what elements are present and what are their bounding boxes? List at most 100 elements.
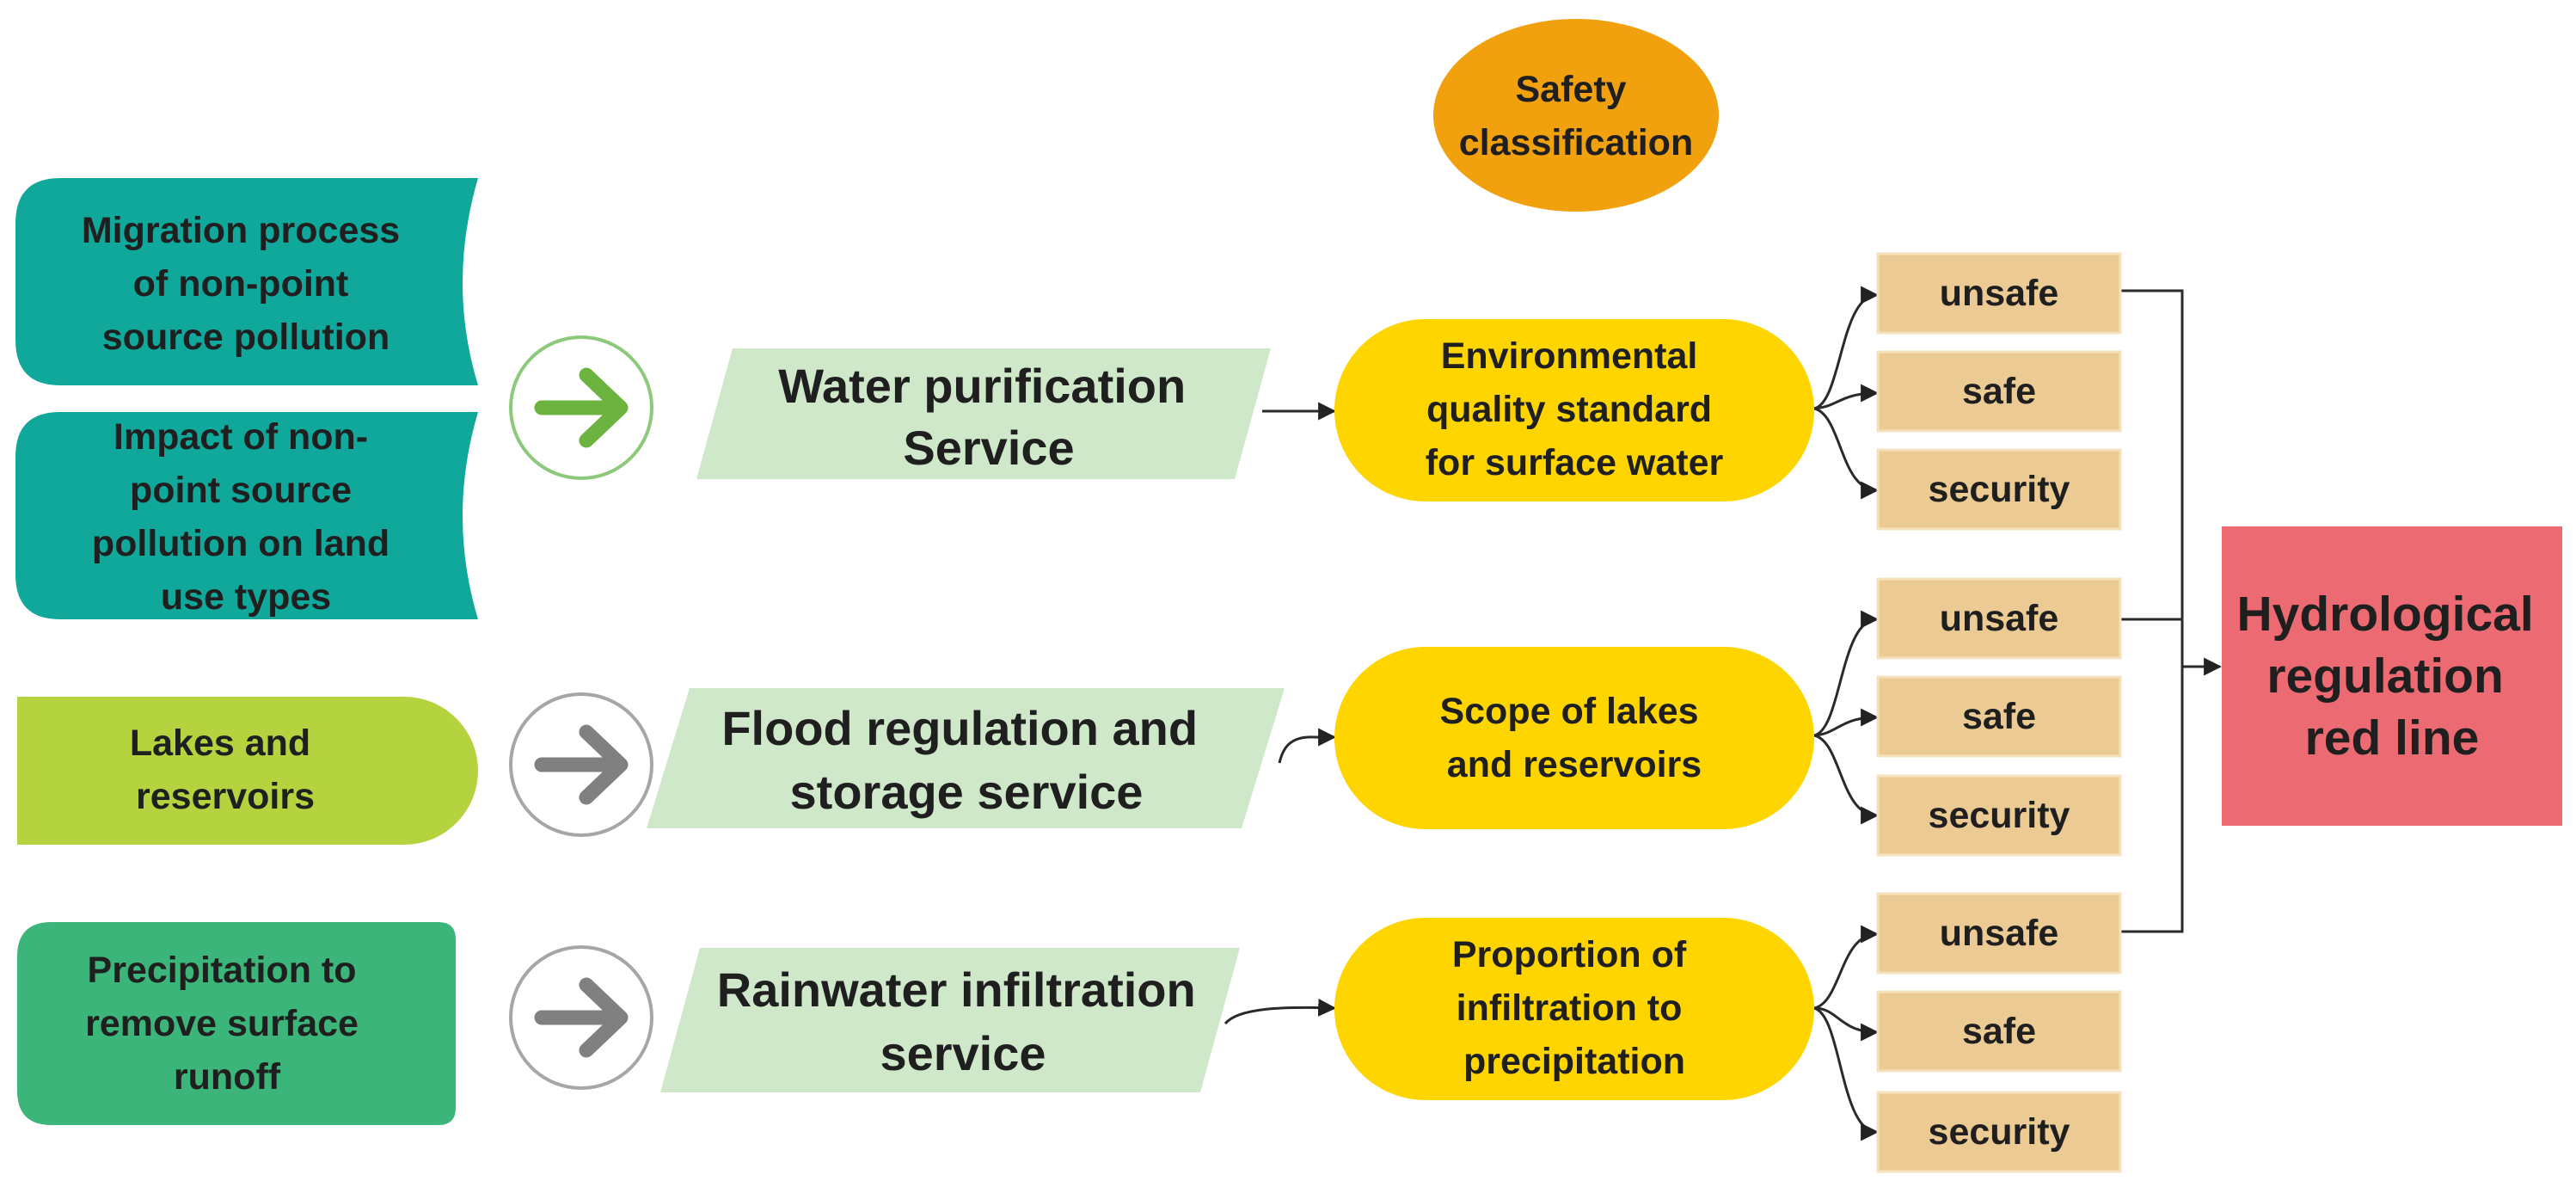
service-flood-shape: [647, 688, 1285, 828]
svg-text:Impact of non- point sou: Impact of non- point source pollution on…: [92, 416, 400, 618]
indicator-environmental-shape: [1334, 319, 1814, 501]
level-box: [1876, 577, 2122, 660]
indicator-proportion-shape: [1334, 918, 1814, 1100]
input-impact-line-1: Impact of non-: [113, 416, 368, 458]
result-hydrological-red-line: Hydrological regulation red line: [2222, 526, 2562, 826]
right-arrow-icon: [534, 724, 629, 805]
branch-scope-unsafe: [1813, 610, 1880, 737]
input-precipitation-line-2: remove surface: [85, 1003, 359, 1044]
result-line-1: Hydrological: [2236, 587, 2533, 642]
level-box: [1876, 675, 2122, 758]
indicator-proportion-line-2: infiltration to: [1457, 987, 1683, 1029]
branch-proportion-unsafe: [1813, 925, 1880, 1010]
level-safe-label: safe: [1962, 1011, 2036, 1052]
level-unsafe-label: unsafe: [1940, 273, 2059, 314]
service-rain-shape: [660, 948, 1240, 1092]
input-impact-line-3: pollution on land: [92, 523, 389, 564]
indicator-proportion-line-1: Proportion of: [1452, 934, 1687, 975]
service-rain-line-2: service: [880, 1026, 1046, 1080]
connectors: [1224, 286, 2223, 1141]
connector-rain-to-proportion: [1224, 998, 1337, 1025]
level-box: [1876, 252, 2122, 335]
svg-text:Rainwater infiltration s: Rainwater infiltration service: [717, 963, 1210, 1080]
branch-proportion-safe: [1813, 1006, 1880, 1042]
level-unsafe-label: unsafe: [1940, 598, 2059, 639]
safety-classification-header: Safety classification: [1433, 19, 1719, 212]
level-box: [1876, 990, 2122, 1073]
service-water-shape: [696, 348, 1271, 479]
right-arrow-icon: [534, 977, 629, 1058]
input-lakes-shape: [17, 697, 478, 845]
input-precipitation: Precipitation to remove surface runoff: [17, 922, 456, 1125]
input-lakes-line-1: Lakes and: [130, 723, 310, 764]
service-water-purification: Water purification Service: [696, 348, 1271, 479]
indicator-proportion-infiltration: Proportion of infiltration to precipitat…: [1334, 918, 1814, 1100]
connector-flood-to-scope: [1278, 728, 1337, 764]
level-box: [1876, 774, 2122, 857]
input-migration-line-3: source pollution: [102, 317, 389, 358]
svg-text:Water purification Servi: Water purification Service: [778, 359, 1199, 475]
input-migration-shape: [15, 178, 478, 385]
service-flood-regulation: Flood regulation and storage service: [647, 688, 1285, 828]
indicator-scope-shape: [1334, 647, 1814, 829]
indicator-environmental-line-1: Environmental: [1441, 335, 1698, 377]
indicator-scope-lakes: Scope of lakes and reservoirs: [1334, 647, 1814, 829]
service-rain-line-1: Rainwater infiltration: [717, 963, 1196, 1017]
input-lakes: Lakes and reservoirs: [17, 697, 478, 845]
indicator-environmental-quality: Environmental quality standard for surfa…: [1334, 319, 1814, 501]
result-line-3: red line: [2305, 710, 2480, 766]
safety-classification-line-2: classification: [1459, 122, 1693, 163]
level-box: [1876, 448, 2122, 531]
service-water-line-2: Service: [903, 421, 1074, 475]
result-shape: [2222, 526, 2562, 826]
input-precipitation-line-1: Precipitation to: [88, 950, 357, 991]
input-migration-line-2: of non-point: [133, 263, 349, 304]
indicator-scope-line-1: Scope of lakes: [1439, 691, 1698, 732]
levels-group-3: unsafe safe security: [1876, 892, 2122, 1173]
right-arrow-icon: [534, 367, 629, 448]
svg-text:Migration process of non: Migration process of non-point source po…: [82, 210, 410, 358]
levels-group-1: unsafe safe security: [1876, 252, 2122, 531]
branch-environmental-security: [1813, 407, 1880, 500]
svg-text:Lakes and reservoirs: Lakes and reservoirs: [130, 723, 321, 817]
safety-classification-line-1: Safety: [1515, 69, 1626, 110]
svg-text:Flood regulation and sto: Flood regulation and storage service: [721, 701, 1211, 819]
service-flood-line-1: Flood regulation and: [721, 701, 1198, 755]
level-box: [1876, 892, 2122, 975]
level-security-label: security: [1929, 469, 2070, 510]
branch-environmental-safe: [1813, 384, 1880, 410]
input-lakes-line-2: reservoirs: [136, 776, 315, 817]
svg-text:Hydrological regulation: Hydrological regulation red line: [2236, 587, 2547, 766]
input-impact-shape: [15, 412, 478, 619]
branch-environmental-unsafe: [1813, 286, 1880, 410]
svg-text:Environmental quality st: Environmental quality standard for surfa…: [1426, 335, 1724, 483]
branch-proportion-security: [1813, 1006, 1880, 1141]
input-precipitation-shape: [17, 922, 456, 1125]
svg-text:Proportion of infiltrati: Proportion of infiltration to precipitat…: [1452, 934, 1696, 1082]
indicator-environmental-line-2: quality standard: [1426, 389, 1712, 430]
collector-line: [2120, 289, 2184, 933]
input-migration-line-1: Migration process: [82, 210, 400, 251]
level-safe-label: safe: [1962, 371, 2036, 412]
arrow-circle-gray-1: [509, 692, 653, 837]
service-rainwater-infiltration: Rainwater infiltration service: [660, 948, 1240, 1092]
branch-scope-safe: [1813, 708, 1880, 737]
indicator-environmental-line-3: for surface water: [1426, 442, 1724, 483]
level-unsafe-label: unsafe: [1940, 913, 2059, 954]
levels-group-2: unsafe safe security: [1876, 577, 2122, 857]
arrow-circle-green: [509, 335, 653, 480]
svg-text:Scope of lakes and reser: Scope of lakes and reservoirs: [1439, 691, 1708, 785]
level-box: [1876, 1091, 2122, 1173]
level-box: [1876, 350, 2122, 433]
safety-classification-ellipse: [1433, 19, 1719, 212]
level-safe-label: safe: [1962, 696, 2036, 737]
service-flood-line-2: storage service: [790, 765, 1144, 819]
input-impact-line-2: point source: [130, 470, 352, 511]
svg-text:Precipitation to remove: Precipitation to remove surface runoff: [85, 950, 369, 1098]
level-security-label: security: [1929, 1111, 2070, 1153]
level-security-label: security: [1929, 795, 2070, 836]
indicator-proportion-line-3: precipitation: [1463, 1041, 1685, 1082]
input-impact: Impact of non- point source pollution on…: [15, 412, 478, 619]
branch-scope-security: [1813, 734, 1880, 825]
